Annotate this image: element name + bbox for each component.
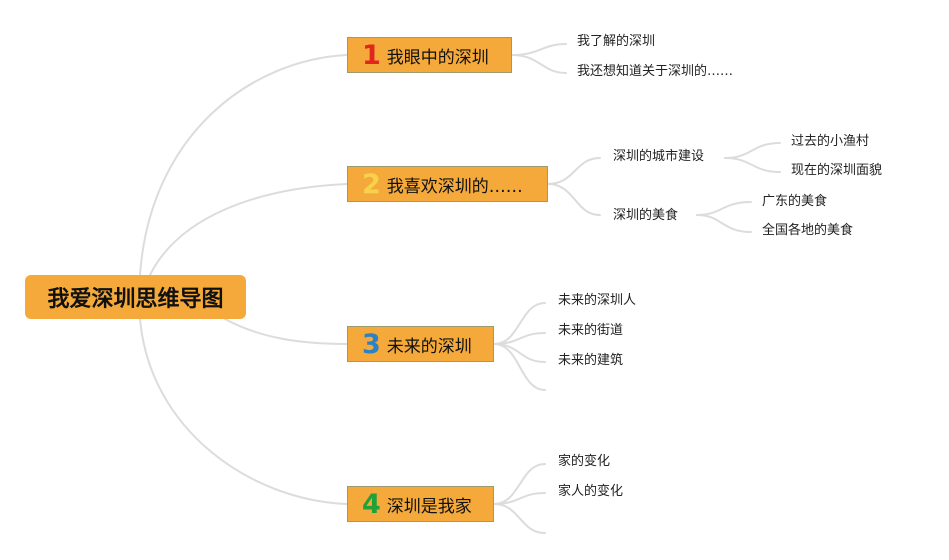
- leaf-b3-1[interactable]: 未来的深圳人: [558, 293, 637, 308]
- connector-b2-s1-g1: [724, 142, 781, 159]
- branch-label-3: 未来的深圳: [386, 336, 472, 357]
- branch-node-2[interactable]: 2 我喜欢深圳的……: [347, 166, 548, 202]
- connector-b3-l4: [493, 343, 546, 391]
- subnode-b2-2[interactable]: 深圳的美食: [613, 208, 679, 223]
- branch-number-2: 2: [362, 168, 381, 200]
- leaf-b2-1-1[interactable]: 过去的小渔村: [791, 134, 870, 149]
- leaf-b3-2[interactable]: 未来的街道: [558, 323, 624, 338]
- branch-node-1[interactable]: 1 我眼中的深圳: [347, 37, 512, 73]
- connector-b2-s1-g2: [724, 157, 781, 173]
- connector-root-branch-2: [149, 183, 348, 276]
- leaf-b4-1[interactable]: 家的变化: [558, 454, 611, 469]
- branch-label-2: 我喜欢深圳的……: [386, 176, 523, 197]
- leaf-b2-2-1[interactable]: 广东的美食: [762, 194, 828, 209]
- root-node[interactable]: 我爱深圳思维导图: [25, 275, 246, 319]
- branch-node-4[interactable]: 4 深圳是我家: [347, 486, 494, 522]
- branch-number-4: 4: [362, 488, 381, 520]
- branch-number-1: 1: [362, 39, 381, 71]
- branch-number-3: 3: [362, 328, 381, 360]
- leaf-b1-2[interactable]: 我还想知道关于深圳的……: [577, 64, 734, 79]
- connector-b1-l1: [511, 43, 567, 56]
- connector-b2-s1: [547, 157, 601, 185]
- leaf-b3-3[interactable]: 未来的建筑: [558, 353, 624, 368]
- leaf-b2-1-2[interactable]: 现在的深圳面貌: [791, 163, 883, 178]
- connector-b4-l3: [493, 503, 546, 534]
- connector-b2-s2: [547, 183, 601, 216]
- branch-label-4: 深圳是我家: [386, 496, 472, 517]
- connector-root-branch-1: [139, 54, 348, 276]
- connector-b1-l2: [511, 54, 567, 74]
- connector-b2-s2-g2: [696, 214, 752, 233]
- leaf-b4-2[interactable]: 家人的变化: [558, 484, 624, 499]
- leaf-b2-2-2[interactable]: 全国各地的美食: [762, 223, 854, 238]
- connector-root-branch-3: [224, 318, 348, 345]
- branch-label-1: 我眼中的深圳: [386, 47, 489, 68]
- connector-b2-s2-g1: [696, 201, 752, 216]
- branch-node-3[interactable]: 3 未来的深圳: [347, 326, 494, 362]
- subnode-b2-1[interactable]: 深圳的城市建设: [613, 149, 705, 164]
- leaf-b1-1[interactable]: 我了解的深圳: [577, 34, 656, 49]
- root-title: 我爱深圳思维导图: [47, 287, 224, 312]
- connector-root-branch-4: [139, 318, 348, 505]
- connector-b3-l3: [493, 343, 546, 363]
